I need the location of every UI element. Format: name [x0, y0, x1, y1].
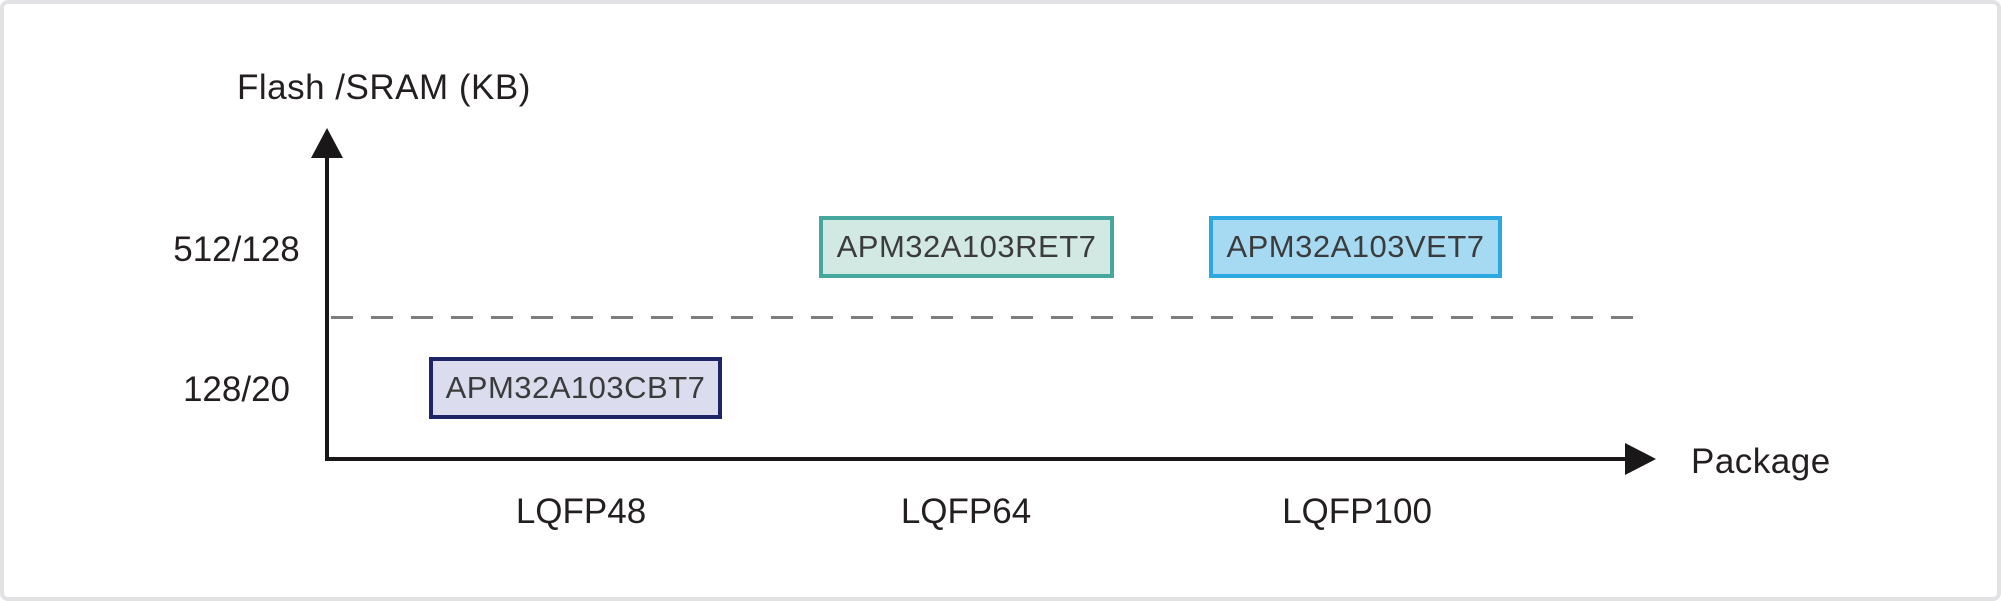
y-tick-512-128: 512/128 — [173, 230, 300, 269]
x-tick-lqfp64: LQFP64 — [900, 492, 1032, 531]
y-tick-128-20: 128/20 — [182, 370, 291, 409]
y-axis-title: Flash /SRAM (KB) — [237, 68, 531, 107]
part-box-apm32a103vet7: APM32A103VET7 — [1209, 216, 1502, 278]
x-axis-title: Package — [1691, 442, 1831, 481]
tier-divider-dashed-line — [331, 316, 1634, 319]
y-axis-line — [325, 150, 329, 461]
x-tick-lqfp48: LQFP48 — [515, 492, 647, 531]
x-tick-lqfp100: LQFP100 — [1282, 492, 1432, 531]
y-axis-arrow-up-icon — [311, 128, 343, 158]
x-axis-line — [325, 457, 1627, 461]
x-axis-arrow-right-icon — [1625, 443, 1656, 475]
part-box-apm32a103ret7: APM32A103RET7 — [819, 216, 1114, 278]
part-box-apm32a103cbt7: APM32A103CBT7 — [429, 357, 722, 419]
